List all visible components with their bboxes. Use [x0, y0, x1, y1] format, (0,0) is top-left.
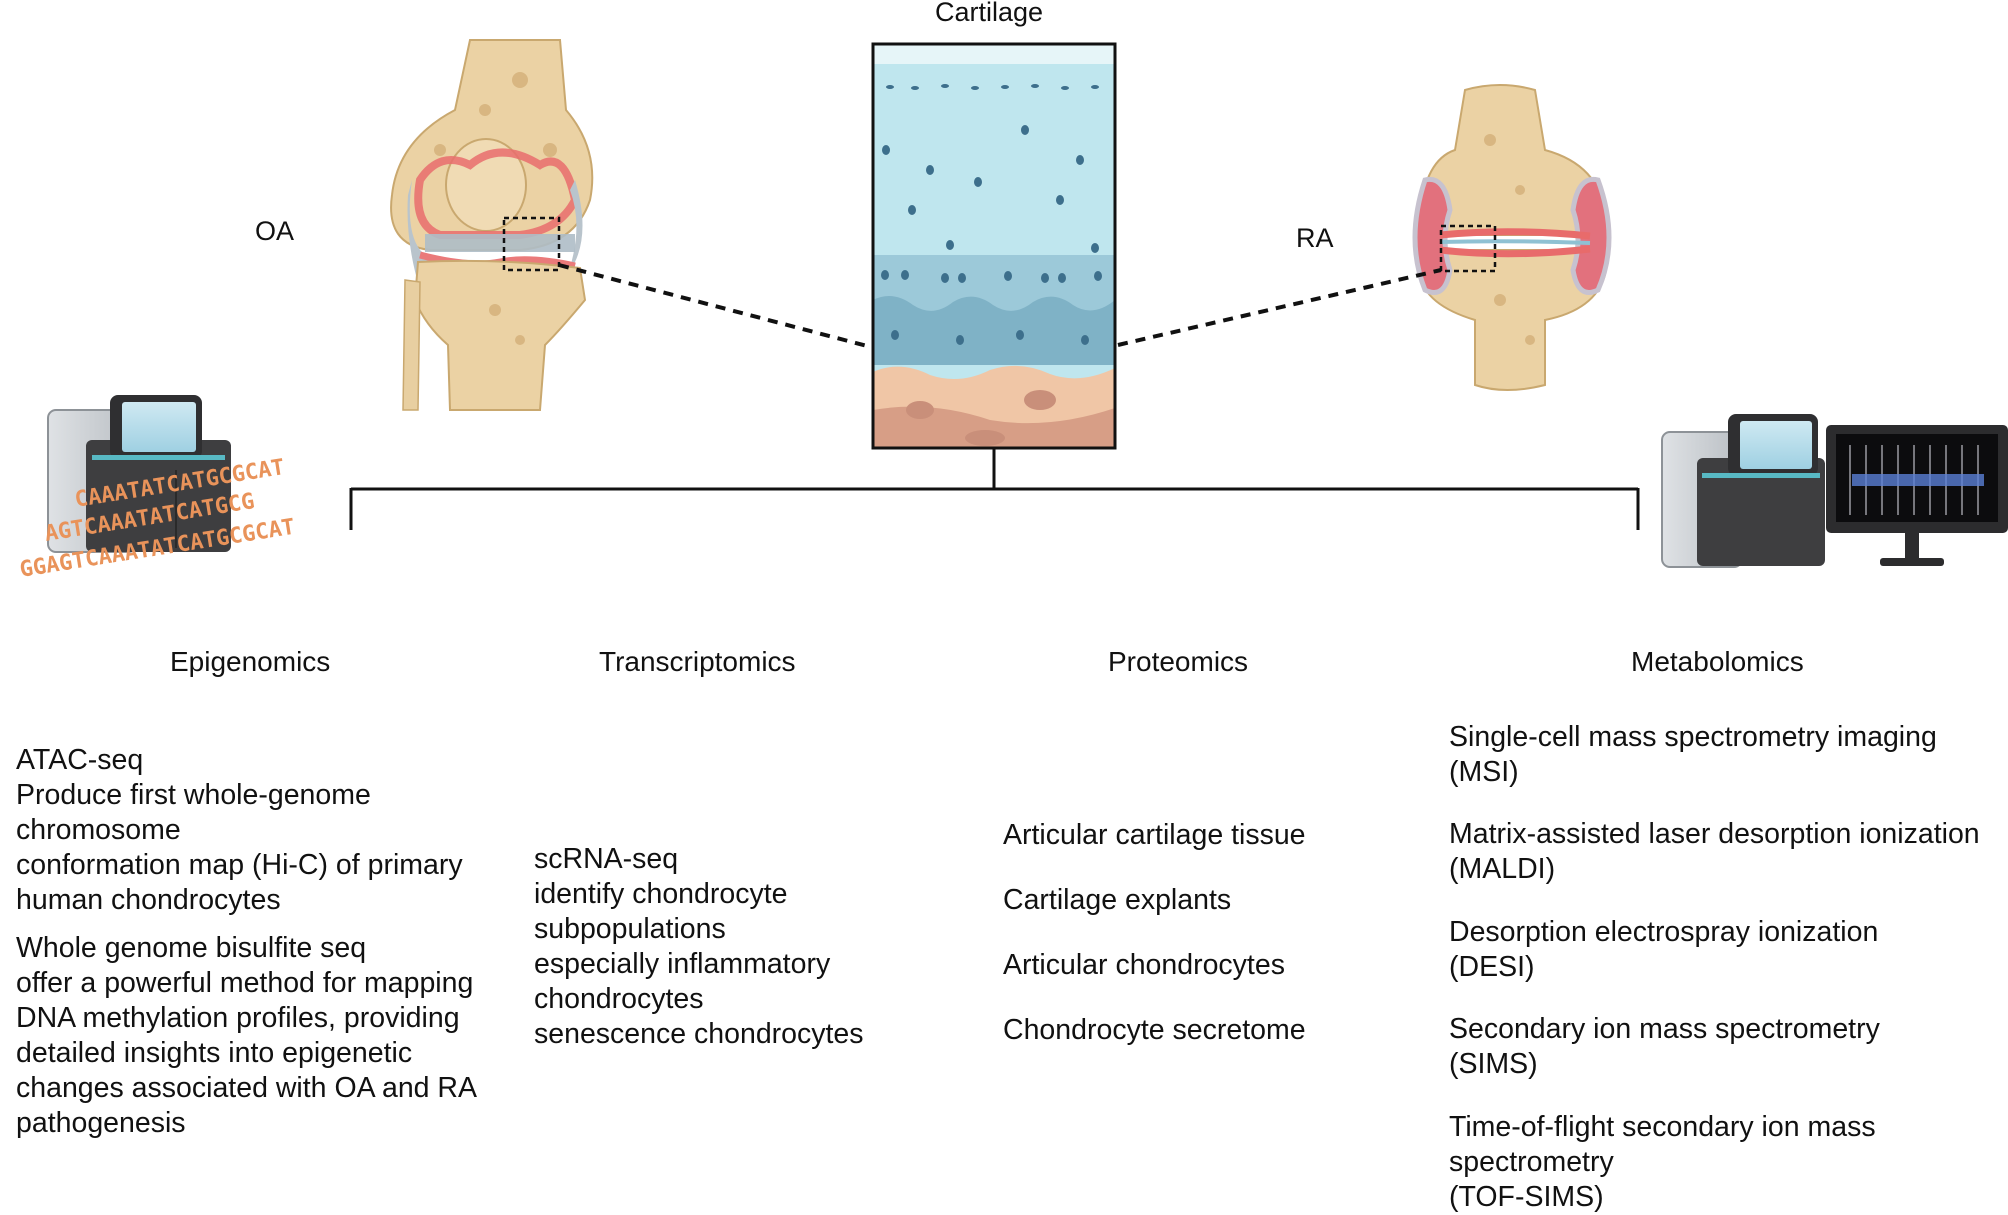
epigenomics-line: conformation map (Hi-C) of primary: [16, 849, 463, 881]
epigenomics-line: Produce first whole-genome: [16, 779, 371, 811]
epigenomics-line: human chondrocytes: [16, 884, 281, 916]
epigenomics-heading: Epigenomics: [170, 646, 331, 677]
proteomics-item: Cartilage explants: [1003, 884, 1232, 916]
oa-label: OA: [255, 216, 295, 246]
cartilage-section-illustration: [873, 44, 1115, 448]
transcriptomics-line: senescence chondrocytes: [534, 1018, 864, 1050]
proteomics-heading: Proteomics: [1108, 646, 1249, 677]
epigenomics-line: Whole genome bisulfite seq: [16, 932, 367, 964]
transcriptomics-line: subpopulations: [534, 913, 726, 945]
cartilage-title: Cartilage: [935, 0, 1044, 27]
metabolomics-line: (TOF-SIMS): [1449, 1181, 1604, 1213]
epigenomics-line: DNA methylation profiles, providing: [16, 1002, 460, 1034]
metabolomics-item-desi: Desorption electrospray ionization (DESI…: [1449, 915, 1878, 985]
metabolomics-item-tof-sims: Time-of-flight secondary ion mass spectr…: [1449, 1110, 1876, 1215]
proteomics-item: Articular chondrocytes: [1003, 949, 1285, 981]
epigenomics-line: detailed insights into epigenetic: [16, 1037, 413, 1069]
epigenomics-line: changes associated with OA and RA: [16, 1072, 478, 1104]
transcriptomics-line: especially inflammatory: [534, 948, 831, 980]
ra-label: RA: [1296, 223, 1334, 253]
transcriptomics-line: scRNA-seq: [534, 843, 679, 875]
epigenomics-line: chromosome: [16, 814, 181, 846]
proteomics-item: Articular cartilage tissue: [1003, 819, 1306, 851]
metabolomics-heading: Metabolomics: [1631, 646, 1804, 677]
epigenomics-line: pathogenesis: [16, 1107, 186, 1139]
metabolomics-line: Matrix-assisted laser desorption ionizat…: [1449, 818, 1980, 850]
epigenomics-line: ATAC-seq: [16, 744, 144, 776]
metabolomics-line: (SIMS): [1449, 1048, 1538, 1080]
transcriptomics-line: identify chondrocyte: [534, 878, 788, 910]
metabolomics-line: (MSI): [1449, 756, 1519, 788]
ra-connector-line: [1117, 268, 1442, 347]
metabolomics-line: (MALDI): [1449, 853, 1556, 885]
epigenomics-text: ATAC-seq Produce first whole-genome chro…: [16, 743, 477, 1141]
metabolomics-line: Desorption electrospray ionization: [1449, 916, 1879, 948]
transcriptomics-text: scRNA-seq identify chondrocyte subpopula…: [534, 842, 864, 1052]
oa-knee-illustration: [390, 39, 594, 411]
proteomics-item: Chondrocyte secretome: [1003, 1014, 1306, 1046]
metabolomics-line: Time-of-flight secondary ion mass: [1449, 1111, 1876, 1143]
metabolomics-item-maldi: Matrix-assisted laser desorption ionizat…: [1449, 817, 1980, 887]
metabolomics-line: Single-cell mass spectrometry imaging: [1449, 721, 1937, 753]
transcriptomics-heading: Transcriptomics: [599, 646, 796, 677]
ra-joint-illustration: [1412, 84, 1612, 391]
sequencer-device-icon: [47, 395, 231, 553]
metabolomics-line: spectrometry: [1449, 1146, 1614, 1178]
transcriptomics-line: chondrocytes: [534, 983, 704, 1015]
metabolomics-line: Secondary ion mass spectrometry: [1449, 1013, 1880, 1045]
metabolomics-line: (DESI): [1449, 951, 1535, 983]
omics-bracket: [349, 448, 1640, 530]
metabolomics-item-msi: Single-cell mass spectrometry imaging (M…: [1449, 720, 1937, 790]
epigenomics-line: offer a powerful method for mapping: [16, 967, 474, 999]
metabolomics-item-sims: Secondary ion mass spectrometry (SIMS): [1449, 1012, 1880, 1082]
